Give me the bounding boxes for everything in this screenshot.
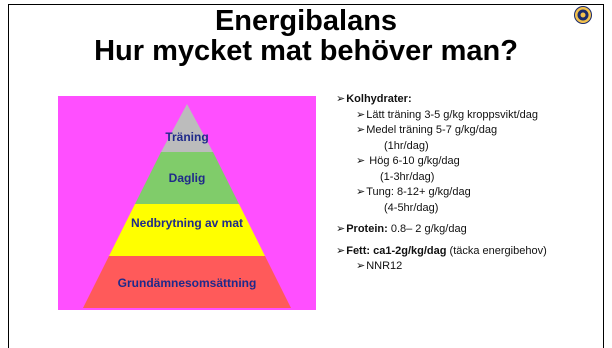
bullet-arrow-icon: ➢ — [356, 124, 366, 136]
list-item-protein: ➢Protein: 0.8– 2 g/kg/dag — [336, 223, 467, 235]
list-item-medel: ➢Medel träning 5-7 g/kg/dag — [356, 124, 498, 136]
bullet-arrow-icon: ➢ — [356, 186, 366, 198]
slide-title: Energibalans Hur mycket mat behöver man? — [0, 6, 612, 66]
university-logo-icon — [574, 6, 592, 24]
title-line-2: Hur mycket mat behöver man? — [94, 35, 518, 67]
pyramid-label-daglig: Daglig — [168, 171, 206, 185]
pyramid-label-grund: Grundämnesomsättning — [117, 276, 257, 290]
pyramid-level-grund — [83, 256, 291, 308]
bullet-arrow-icon: ➢ — [336, 93, 346, 105]
pyramid-label-traning: Träning — [165, 130, 209, 144]
list-item-medel-time: (1hr/dag) — [384, 139, 429, 152]
pyramid-level-nedbrytning — [109, 204, 265, 256]
title-line-1: Energibalans — [214, 5, 398, 37]
bullet-arrow-icon: ➢ — [336, 244, 346, 257]
pyramid-level-daglig — [135, 152, 239, 204]
list-item-kolhydrater: ➢Kolhydrater: — [336, 93, 412, 105]
list-item-tung-time: (4-5hr/dag) — [384, 201, 439, 214]
list-item-tung: ➢Tung: 8-12+ g/kg/dag — [356, 186, 471, 198]
nutrition-list: ➢Kolhydrater: ➢Lätt träning 3-5 g/kg kro… — [336, 92, 604, 275]
pyramid-label-nedbrytning: Nedbrytning av mat — [130, 216, 244, 230]
energy-pyramid: Träning Daglig Nedbrytning av mat Grundä… — [58, 96, 316, 310]
list-item-latt: ➢Lätt träning 3-5 g/kg kroppsvikt/dag — [356, 108, 539, 121]
list-item-hog: ➢ Hög 6-10 g/kg/dag — [356, 155, 460, 167]
bullet-arrow-icon: ➢ — [336, 223, 346, 235]
pyramid-level-traning — [161, 104, 213, 152]
bullet-arrow-icon: ➢ — [356, 260, 366, 272]
bullet-arrow-icon: ➢ — [356, 108, 366, 121]
bullet-arrow-icon: ➢ — [356, 155, 366, 167]
list-item-hog-time: (1-3hr/dag) — [380, 170, 435, 183]
list-item-nnr: ➢NNR12 — [356, 260, 403, 272]
slide-frame — [8, 4, 604, 348]
list-item-fett: ➢Fett: ca1-2g/kg/dag (täcka energibehov) — [336, 244, 547, 257]
